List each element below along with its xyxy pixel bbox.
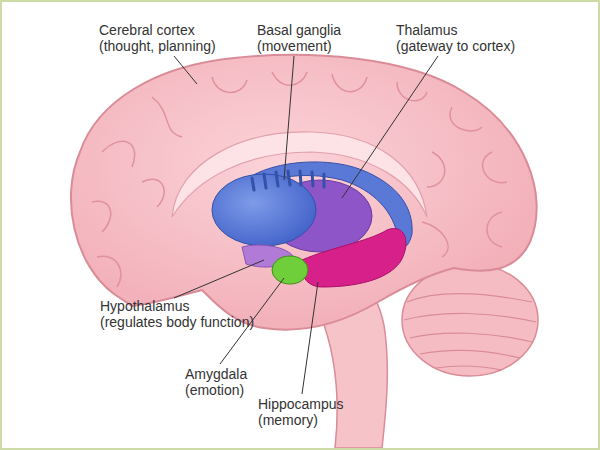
- part-function: (emotion): [185, 382, 244, 398]
- hippocampus: [301, 229, 406, 287]
- cerebellum: [402, 264, 538, 376]
- part-function: (regulates body function): [100, 314, 254, 330]
- part-name: Hypothalamus: [100, 298, 190, 314]
- part-function: (thought, planning): [99, 38, 216, 54]
- part-function: (memory): [258, 412, 318, 428]
- leader-lines: [174, 56, 438, 394]
- part-name: Amygdala: [185, 366, 247, 382]
- cerebrum: [71, 55, 537, 330]
- part-function: (movement): [257, 38, 332, 54]
- part-name: Cerebral cortex: [99, 22, 195, 38]
- amygdala: [272, 256, 308, 284]
- part-name: Hippocampus: [258, 396, 344, 412]
- part-name: Thalamus: [396, 22, 457, 38]
- gyri-lines: [92, 72, 507, 287]
- part-function: (gateway to cortex): [396, 38, 515, 54]
- part-name: Basal ganglia: [257, 22, 341, 38]
